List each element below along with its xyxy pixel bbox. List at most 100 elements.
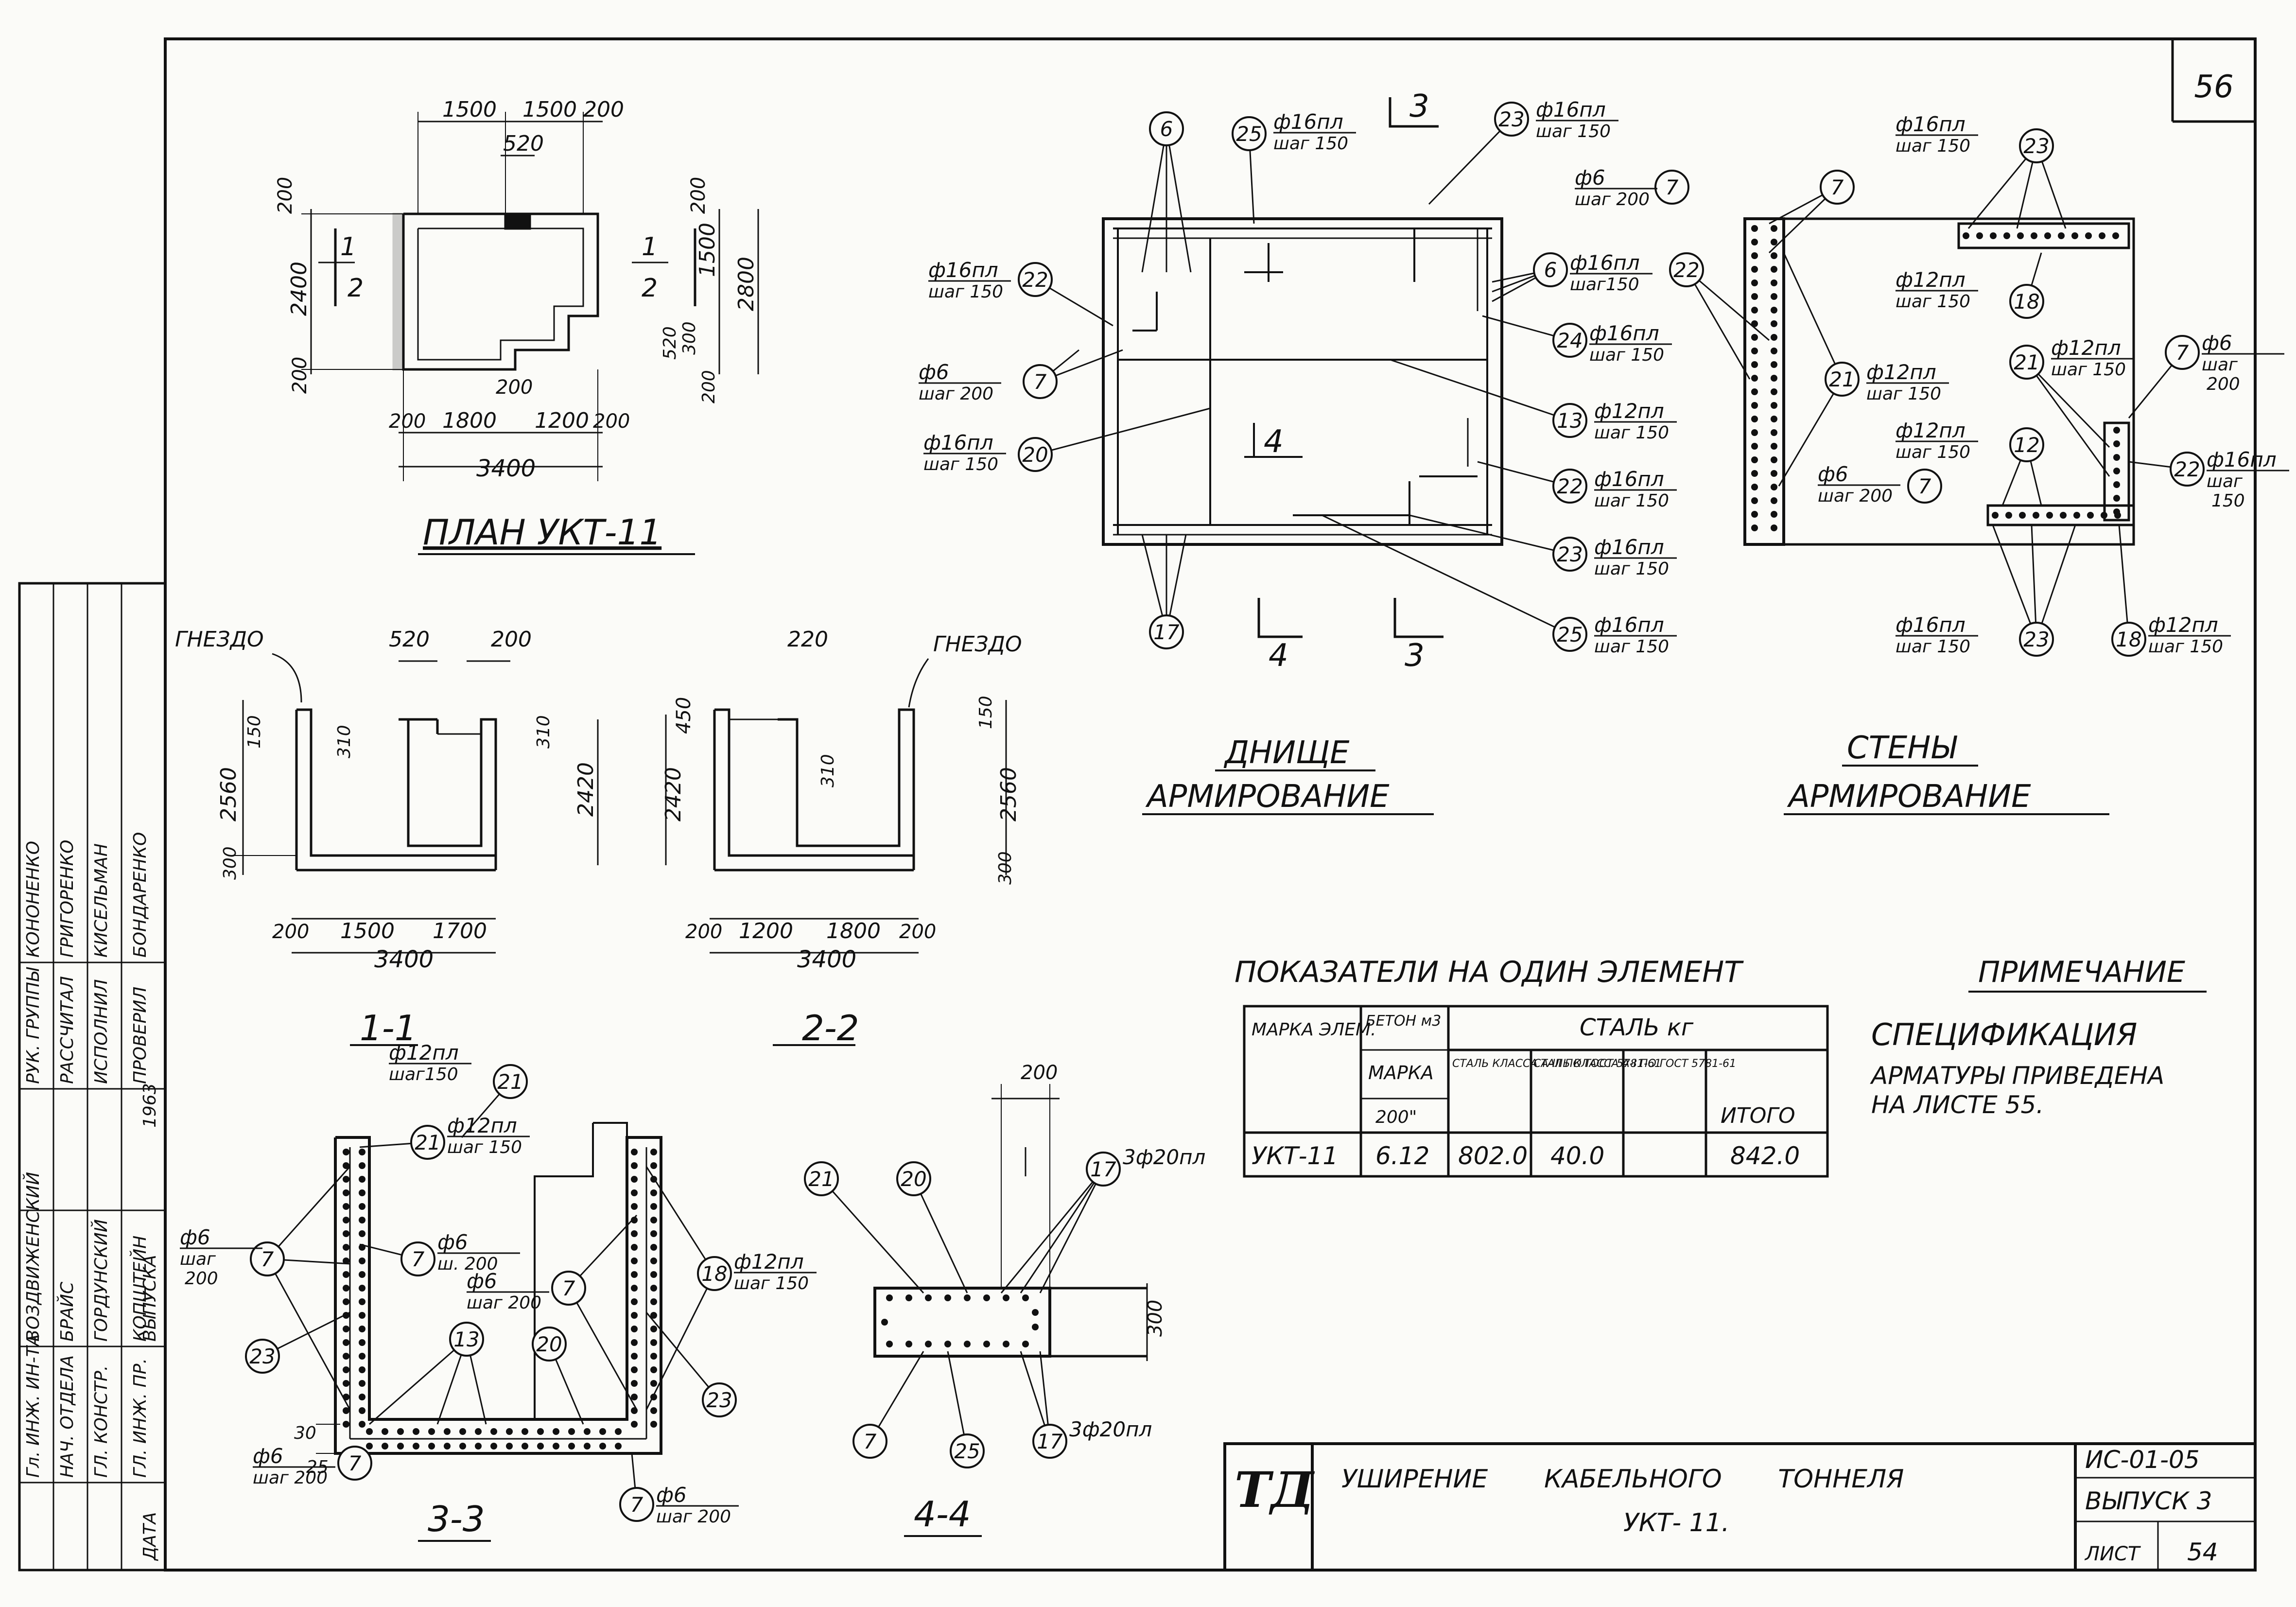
section22-dim-bottom-4: 200 xyxy=(899,921,936,943)
leader-line xyxy=(1390,359,1570,421)
rebar-dot xyxy=(359,1162,365,1169)
callout-number: 22 xyxy=(1022,268,1048,292)
callout-spacing-text: шаг 150 xyxy=(1896,442,1970,462)
indicators-row-a1: 40.0 xyxy=(1550,1142,1604,1170)
callout-bubble xyxy=(1907,469,1942,504)
rebar-dot xyxy=(359,1298,365,1305)
rebar-dot xyxy=(568,1428,575,1435)
title-block-sheet-val: 54 xyxy=(2187,1538,2218,1566)
callout-number: 13 xyxy=(453,1328,479,1351)
rebar-dot xyxy=(2113,454,2120,461)
callout-bubble xyxy=(1018,262,1053,297)
callout-spacing-text: шаг 200 xyxy=(919,384,993,404)
leader-line xyxy=(1967,145,2037,229)
leader-line xyxy=(266,1258,351,1410)
rebar-dot xyxy=(631,1353,638,1360)
rebar-dot xyxy=(1771,524,1777,531)
callout-bubble xyxy=(245,1339,280,1374)
section33-callout: 23 xyxy=(245,1311,350,1374)
callout-bubble xyxy=(2009,345,2044,380)
stamp-role: НАЧ. ОТДЕЛА xyxy=(57,1355,77,1478)
rebar-dot xyxy=(359,1149,365,1155)
rebar-dot xyxy=(343,1285,349,1292)
rebar-dot xyxy=(1976,232,1983,239)
rebar-dot xyxy=(359,1203,365,1210)
title-block xyxy=(1223,1442,2257,1572)
section11-dim-bottom-3: 1700 xyxy=(433,919,487,943)
stamp-name2: КИСЕЛЬМАН xyxy=(91,843,111,958)
rebar-dot xyxy=(475,1428,482,1435)
leader-line xyxy=(1409,514,1570,555)
rebar-dot xyxy=(650,1149,657,1155)
section11-dim-top-2: 200 xyxy=(491,627,532,652)
rebar-dot xyxy=(2099,232,2105,239)
callout-number: 20 xyxy=(1022,443,1048,467)
plan-dim-bottom-4: 200 xyxy=(593,410,630,433)
section22-overall: 3400 xyxy=(797,946,856,973)
rebar-dot xyxy=(1771,320,1777,327)
plan-dim-left-1: 200 xyxy=(274,177,296,214)
rebar-dot xyxy=(359,1421,365,1428)
rebar-dot xyxy=(1771,334,1777,341)
rebar-dot xyxy=(905,1341,912,1347)
callout-spacing-text: шаг 150 xyxy=(1896,136,1970,156)
section44-callout: 25 xyxy=(947,1351,985,1468)
section11-dim-bottom-1: 200 xyxy=(272,921,309,943)
indicators-h-total: ИТОГО xyxy=(1721,1103,1795,1128)
rebar-dot xyxy=(343,1189,349,1196)
rebar-dot xyxy=(2073,512,2080,519)
rebar-dot xyxy=(1771,266,1777,273)
rebar-dot xyxy=(444,1428,451,1435)
rebar-dot xyxy=(2071,232,2078,239)
rebar-dot xyxy=(382,1428,388,1435)
indicators-h-steel-a3: СТАЛЬ КЛАССА А-III ПО ГОСТ 5781-61 xyxy=(1452,1058,1661,1070)
callout-number: 25 xyxy=(1236,122,1262,146)
callout-bubble xyxy=(449,1322,484,1357)
rebar-dot xyxy=(428,1428,435,1435)
callout-bubble xyxy=(1023,364,1058,399)
callout-spacing-text: шаг xyxy=(2202,355,2238,375)
callout-spacing-text: шаг 200 xyxy=(253,1468,328,1488)
callout-bubble xyxy=(697,1256,732,1291)
rebar-dot xyxy=(631,1258,638,1264)
stamp-role: Гл. ИНЖ. ИН-ТА xyxy=(23,1334,43,1478)
rebar-dot xyxy=(343,1366,349,1373)
section22-dim-bottom-1: 200 xyxy=(685,921,722,943)
rebar-dot xyxy=(553,1428,559,1435)
note-title: ПРИМЕЧАНИЕ xyxy=(1978,955,2185,989)
callout-bar-text: ф16пл xyxy=(1273,110,1343,134)
callout-number: 7 xyxy=(1034,370,1047,394)
stamp-name: КОПШТЕЙН xyxy=(130,1236,150,1342)
rebar-dot xyxy=(359,1312,365,1319)
rebar-dot xyxy=(2113,495,2120,502)
callout-number: 7 xyxy=(864,1430,877,1453)
callout-bubble xyxy=(2170,452,2205,487)
rebar-dot xyxy=(650,1339,657,1346)
callout-bubble xyxy=(1086,1152,1121,1187)
callout-bubble xyxy=(1149,614,1184,649)
plan-sec2-den: 2 xyxy=(642,274,658,303)
leader-line xyxy=(1428,118,1513,205)
indicators-row-mark: УКТ-11 xyxy=(1252,1142,1338,1170)
leader-line xyxy=(1686,269,1770,341)
rebar-dot xyxy=(359,1394,365,1400)
callout-bar-text: ф16пл xyxy=(1594,613,1664,637)
plan-dim-top-1: 1500 xyxy=(442,97,497,122)
rebar-dot xyxy=(490,1428,497,1435)
rebar-dot xyxy=(1032,1309,1039,1316)
leader-line xyxy=(1992,524,2037,640)
indicators-row-concrete: 6.12 xyxy=(1375,1142,1429,1170)
rebar-dot xyxy=(343,1230,349,1237)
stamp-name2: КОНОНЕНКО xyxy=(23,841,43,958)
callout-bar-text: ф16пл xyxy=(1536,98,1606,122)
rebar-dot xyxy=(1751,429,1758,436)
rebar-dot xyxy=(359,1189,365,1196)
rebar-dot xyxy=(944,1341,951,1347)
callout-number: 17 xyxy=(1090,1157,1116,1181)
rebar-dot xyxy=(2017,232,2024,239)
